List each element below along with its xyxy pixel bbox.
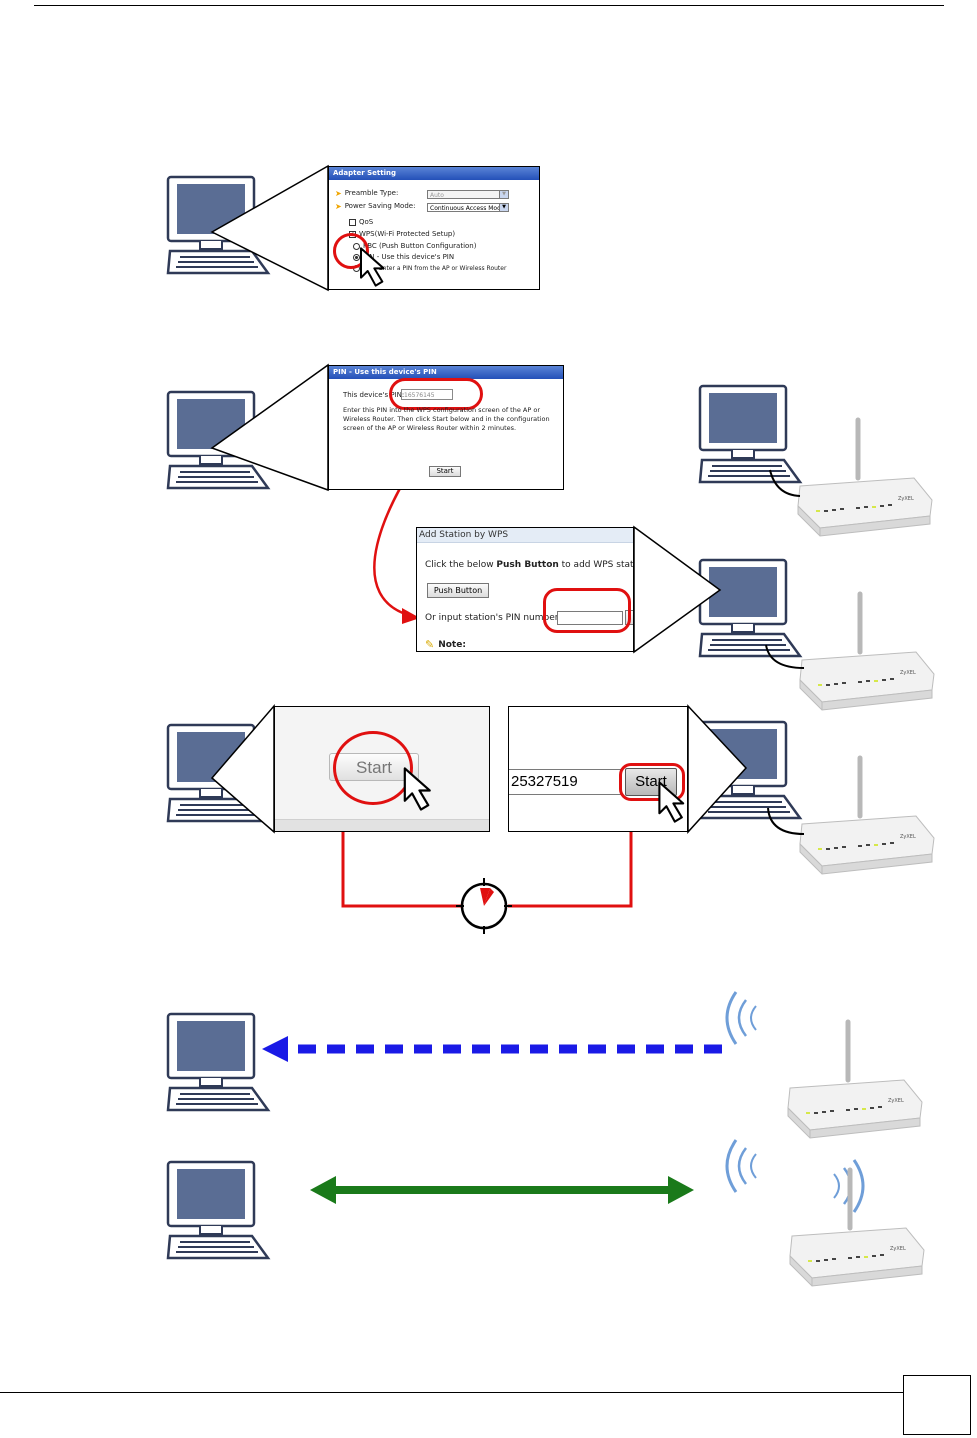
add-station-panel: Add Station by WPS Click the below Push …: [416, 527, 634, 652]
footer-rule: [0, 1392, 903, 1393]
preamble-value: Auto: [430, 192, 444, 199]
chevron-down-icon: ▼: [499, 191, 508, 198]
note-icon: ✎: [425, 638, 435, 651]
preamble-select[interactable]: Auto ▼: [427, 190, 509, 199]
qos-checkbox[interactable]: [349, 219, 356, 226]
instruction-bold: Push Button: [496, 560, 559, 570]
cursor-icon: [360, 247, 385, 287]
header-rule: [34, 5, 944, 6]
wps-label: WPS(Wi-Fi Protected Setup): [359, 230, 456, 238]
adapter-setting-title: Adapter Setting: [329, 167, 539, 180]
pin-input-zoomed[interactable]: 25327519: [509, 769, 622, 795]
page-number-box: [903, 1375, 971, 1435]
pin-number-prompt: Or input station's PIN number:: [425, 613, 562, 623]
note-label: Note:: [438, 639, 466, 650]
bullet-icon: ➤: [335, 189, 342, 198]
power-saving-select[interactable]: Continuous Access Mode ▼: [427, 203, 509, 212]
highlight-oval: [543, 588, 631, 633]
power-saving-label: Power Saving Mode:: [344, 202, 416, 210]
adapter-setting-panel: Adapter Setting ➤ Preamble Type: Auto ▼ …: [328, 166, 540, 290]
pin-panel: PIN - Use this device's PIN This device'…: [328, 365, 564, 490]
pin-use-label: PIN - Use this device's PIN: [363, 253, 455, 261]
qos-label: QoS: [359, 218, 374, 226]
zoom-start-left-panel: Start: [274, 706, 490, 832]
cursor-icon: [403, 767, 431, 811]
pin-enter-label: PIN - Enter a PIN from the AP or Wireles…: [363, 265, 507, 272]
preamble-label: Preamble Type:: [344, 189, 399, 197]
highlight-circle: [333, 731, 413, 805]
pin-panel-title: PIN - Use this device's PIN: [329, 366, 563, 379]
pin-label: This device's PIN:: [343, 391, 405, 399]
zoom-start-right-panel: 25327519 Start: [508, 706, 688, 832]
push-button[interactable]: Push Button: [427, 583, 489, 598]
status-strip: [275, 819, 489, 831]
power-saving-value: Continuous Access Mode: [430, 205, 505, 212]
highlight-oval: [619, 763, 685, 801]
start-button[interactable]: Start: [429, 466, 461, 477]
note-row: ✎ Note:: [425, 638, 466, 651]
highlight-circle: [333, 233, 369, 269]
push-button-instruction: Click the below Push Button to add WPS s…: [425, 560, 634, 570]
pbc-label: PBC (Push Button Configuration): [363, 242, 477, 250]
add-station-title: Add Station by WPS: [417, 528, 633, 543]
station-pin-input[interactable]: [557, 611, 623, 625]
highlight-oval: [389, 378, 483, 410]
instruction-part-1: Click the below: [425, 560, 497, 570]
instruction-part-2: to add WPS stations: [561, 560, 634, 570]
cursor-icon: [658, 781, 685, 823]
bullet-icon: ➤: [335, 202, 342, 211]
chevron-down-icon: ▼: [499, 204, 508, 211]
pin-instructions: Enter this PIN into the WPS configuratio…: [343, 406, 550, 432]
